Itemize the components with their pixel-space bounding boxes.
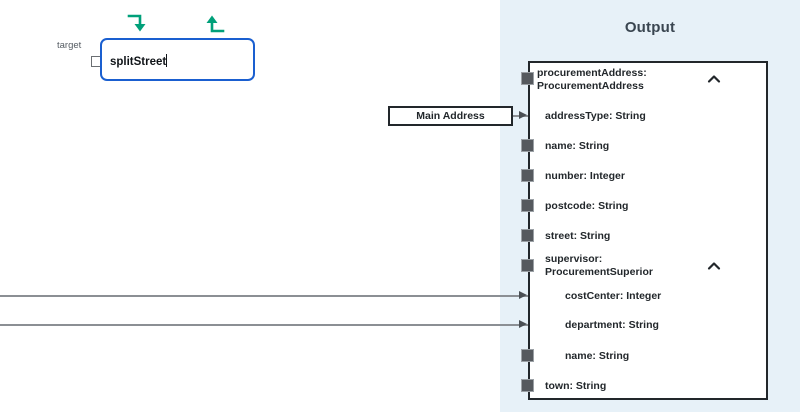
port-number[interactable] bbox=[521, 169, 534, 182]
main-address-constant-box[interactable]: Main Address bbox=[388, 106, 513, 126]
field-number[interactable]: number: Integer bbox=[545, 170, 625, 182]
text-cursor bbox=[166, 54, 168, 67]
output-panel-title: Output bbox=[624, 19, 676, 36]
field-procurement-address[interactable]: procurementAddress: ProcurementAddress bbox=[537, 67, 647, 92]
split-street-node-text: splitStreet bbox=[110, 56, 167, 68]
field-street[interactable]: street: String bbox=[545, 230, 611, 242]
link-arrow-costcenter bbox=[519, 291, 527, 299]
link-arrow-department bbox=[519, 320, 527, 328]
port-street[interactable] bbox=[521, 229, 534, 242]
field-name[interactable]: name: String bbox=[545, 140, 610, 152]
chevron-up-icon-supervisor[interactable] bbox=[706, 258, 722, 274]
field-address-type[interactable]: addressType: String bbox=[545, 110, 646, 122]
field-cost-center[interactable]: costCenter: Integer bbox=[565, 290, 662, 302]
target-port-label: target bbox=[57, 40, 82, 51]
field-department[interactable]: department: String bbox=[565, 319, 659, 331]
elbow-arrow-up-icon[interactable] bbox=[202, 12, 226, 36]
field-supervisor[interactable]: supervisor: ProcurementSuperior bbox=[545, 253, 653, 278]
port-postcode[interactable] bbox=[521, 199, 534, 212]
chevron-up-icon-procurement-address[interactable] bbox=[706, 71, 722, 87]
field-supervisor-name[interactable]: name: String bbox=[565, 350, 630, 362]
main-address-constant-label: Main Address bbox=[416, 110, 485, 122]
link-incoming-department[interactable] bbox=[0, 324, 528, 326]
port-supervisor-name[interactable] bbox=[521, 349, 534, 362]
elbow-arrow-down-icon[interactable] bbox=[126, 12, 150, 36]
port-procurement-address[interactable] bbox=[521, 72, 534, 85]
port-town[interactable] bbox=[521, 379, 534, 392]
port-supervisor[interactable] bbox=[521, 259, 534, 272]
split-street-node-label[interactable]: splitStreet bbox=[110, 54, 168, 68]
port-name[interactable] bbox=[521, 139, 534, 152]
link-incoming-costcenter[interactable] bbox=[0, 295, 528, 297]
field-postcode[interactable]: postcode: String bbox=[545, 200, 629, 212]
link-arrow-addresstype bbox=[519, 111, 527, 119]
split-street-node[interactable] bbox=[100, 38, 255, 81]
field-town[interactable]: town: String bbox=[545, 380, 607, 392]
